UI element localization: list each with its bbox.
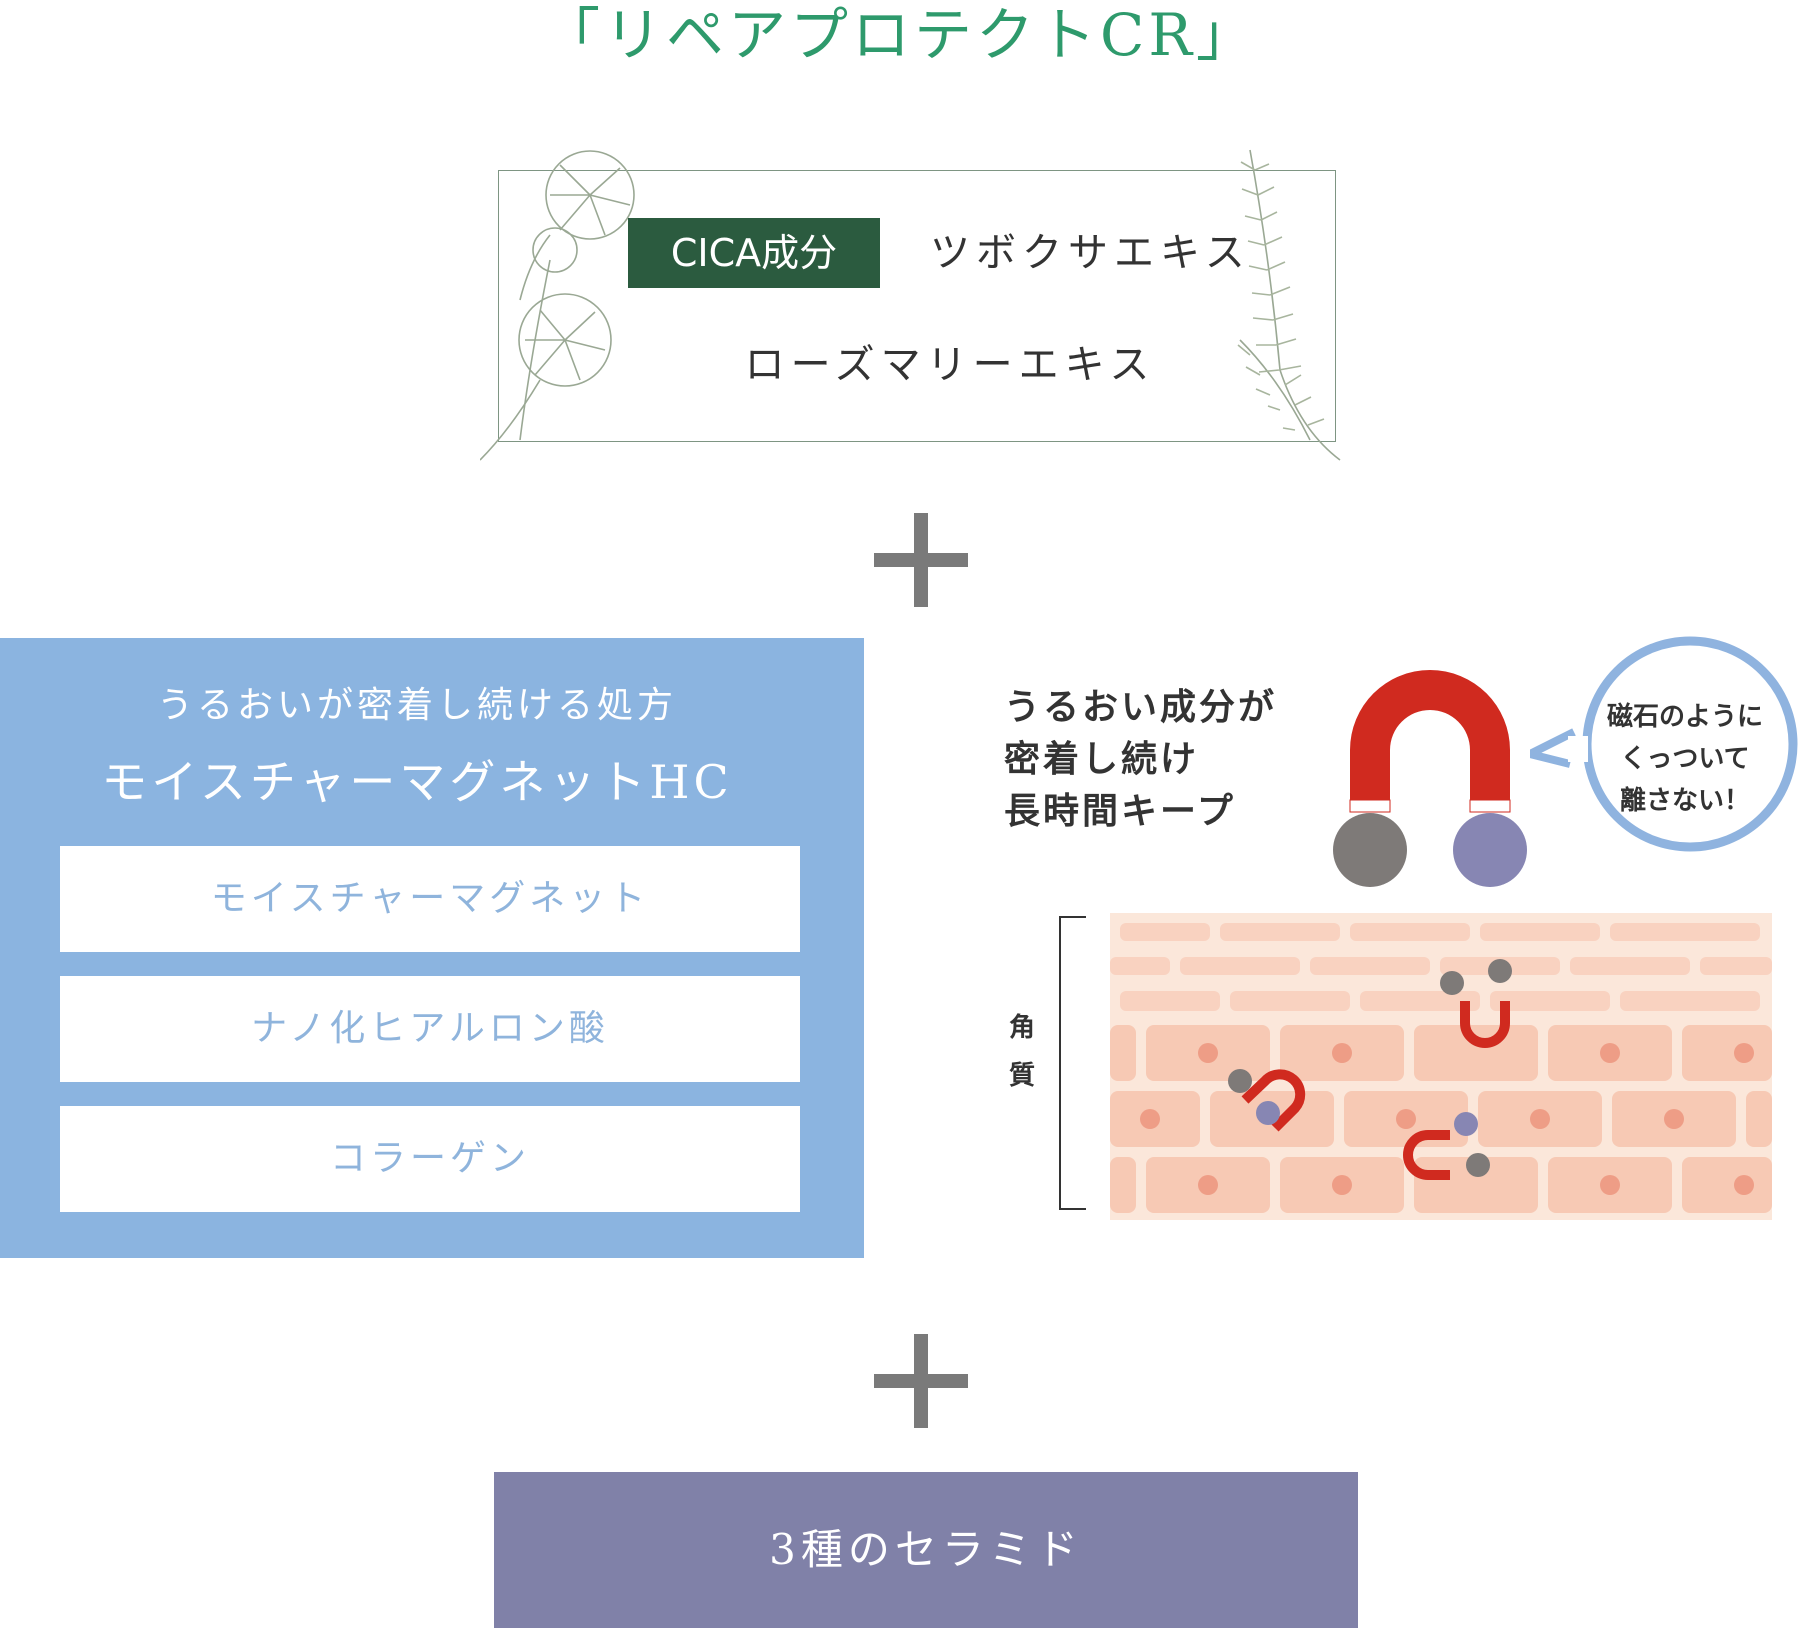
bubble-line: くっついて (1620, 744, 1750, 774)
speech-bubble (1530, 636, 1798, 852)
moisture-item: ナノ化ヒアルロン酸 (60, 976, 800, 1082)
ingredient-centella: ツボクサエキス (930, 230, 1251, 276)
description-line: うるおい成分が (1004, 687, 1278, 728)
moisture-item: コラーゲン (60, 1106, 800, 1212)
cica-badge: CICA成分 (628, 218, 880, 288)
page-title: 「リペアプロテクトCR」 (541, 1, 1259, 69)
description-line: 密着し続け (1004, 739, 1200, 780)
skin-cross-section (1110, 913, 1772, 1220)
plus-icon (874, 513, 968, 607)
plus-icon (874, 1334, 968, 1428)
stratum-bracket (1059, 916, 1086, 1210)
moisture-title: モイスチャーマグネットHC (101, 755, 733, 809)
description-line: 長時間キープ (1004, 791, 1236, 832)
bubble-line: 離さない！ (1619, 786, 1750, 816)
magnet-icon (1333, 670, 1527, 887)
stratum-label: 角質 (1008, 1013, 1035, 1091)
cica-box (498, 170, 1336, 442)
bubble-text: 磁石のように くっついて 離さない！ (1570, 696, 1800, 822)
ceramide-bar: 3種のセラミド (494, 1472, 1358, 1628)
ingredient-rosemary: ローズマリーエキス (744, 342, 1156, 388)
bubble-line: 磁石のように (1606, 702, 1763, 732)
magnet-description: うるおい成分が 密着し続け 長時間キープ (1004, 682, 1304, 838)
moisture-subtitle: うるおいが密着し続ける処方 (156, 685, 677, 726)
moisture-item: モイスチャーマグネット (60, 846, 800, 952)
